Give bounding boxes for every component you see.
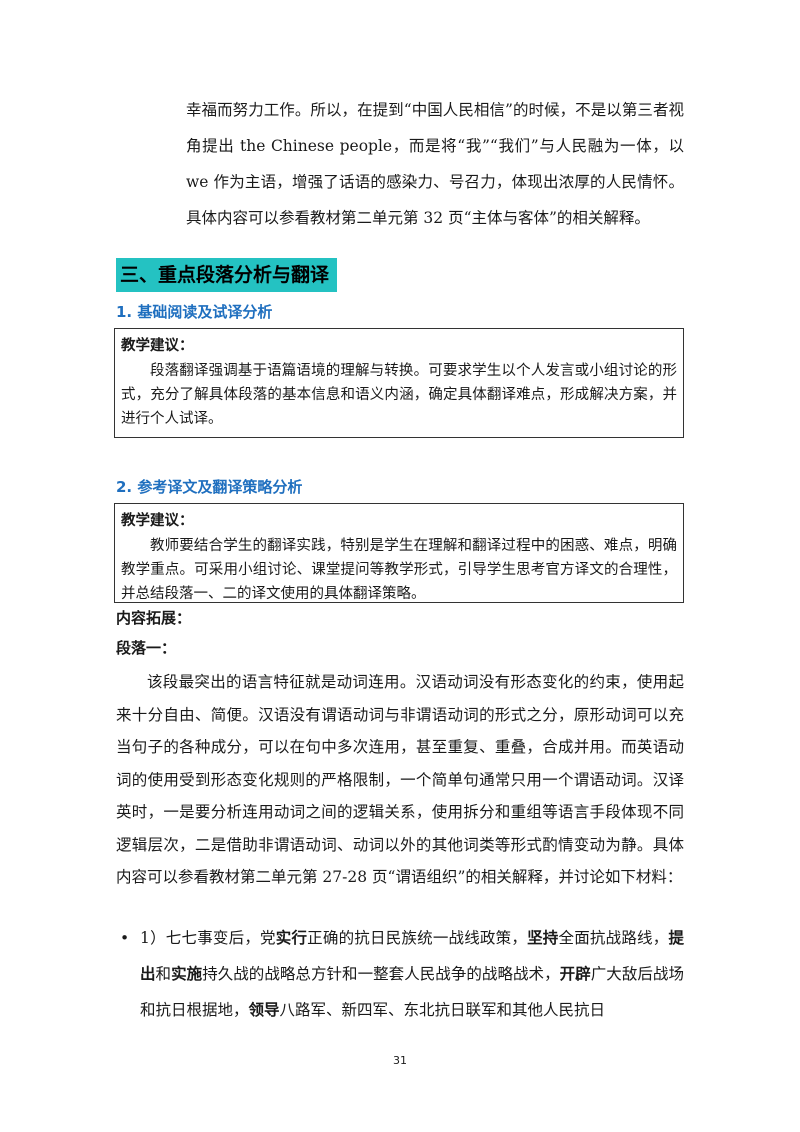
page-number: 31: [393, 1054, 407, 1067]
box-text-2: 教师要结合学生的翻译实践，特别是学生在理解和翻译过程中的困惑、难点，明确教学重点…: [121, 538, 677, 602]
subsection-title-1: 1. 基础阅读及试译分析: [116, 303, 273, 321]
bullet-text: 1）七七事变后，党实行正确的抗日民族统一战线政策，坚持全面抗战路线，提出和实施持…: [140, 928, 684, 1019]
paragraph-one-text: 该段最突出的语言特征就是动词连用。汉语动词没有形态变化的约束，使用起来十分自由、…: [116, 673, 684, 886]
intro-paragraph: 幸福而努力工作。所以，在提到“中国人民相信”的时候，不是以第三者视角提出 the…: [186, 92, 684, 236]
box-label-1: 教学建议：: [121, 338, 194, 354]
subsection-title-2: 2. 参考译文及翻译策略分析: [116, 478, 303, 496]
bullet-list-item: • 1）七七事变后，党实行正确的抗日民族统一战线政策，坚持全面抗战路线，提出和实…: [116, 920, 684, 1028]
box-label-2: 教学建议：: [121, 513, 194, 529]
paragraph-one-label: 段落一：: [116, 639, 177, 657]
content-expansion-label: 内容拓展：: [116, 609, 192, 627]
box-text-1: 段落翻译强调基于语篇语境的理解与转换。可要求学生以个人发言或小组讨论的形式，充分…: [121, 363, 677, 427]
section-title: 三、重点段落分析与翻译: [116, 258, 338, 292]
teaching-suggestion-box-2: 教学建议： 教师要结合学生的翻译实践，特别是学生在理解和翻译过程中的困惑、难点，…: [114, 503, 684, 603]
bullet-dot-icon: •: [120, 929, 130, 947]
intro-text: 幸福而努力工作。所以，在提到“中国人民相信”的时候，不是以第三者视角提出 the…: [186, 101, 684, 227]
teaching-suggestion-box-1: 教学建议： 段落翻译强调基于语篇语境的理解与转换。可要求学生以个人发言或小组讨论…: [114, 328, 684, 438]
